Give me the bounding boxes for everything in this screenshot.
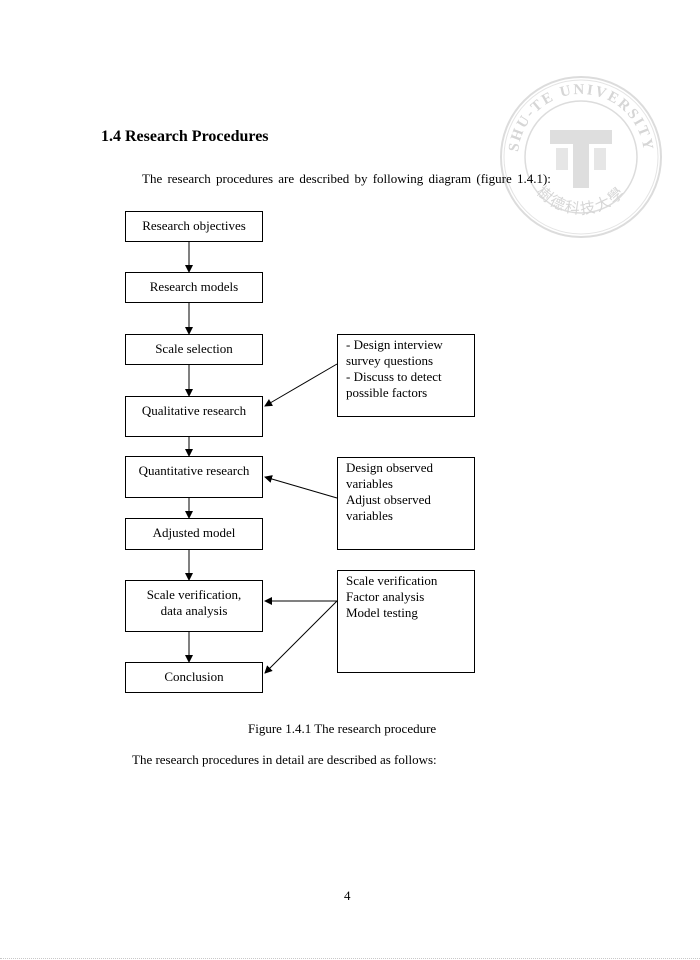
note-box-verification: Scale verification Factor analysis Model… [337, 570, 475, 673]
arrow-note1-to-qualitative [264, 363, 338, 407]
note-box-qualitative: - Design interview survey questions - Di… [337, 334, 475, 417]
section-heading: 1.4 Research Procedures [101, 128, 269, 145]
flow-box-scale-verification: Scale verification, data analysis [125, 580, 263, 632]
flow-box-scale-selection: Scale selection [125, 334, 263, 365]
detail-paragraph: The research procedures in detail are de… [132, 752, 437, 767]
flow-box-conclusion: Conclusion [125, 662, 263, 693]
note-box-quantitative: Design observed variables Adjust observe… [337, 457, 475, 550]
flow-box-research-objectives: Research objectives [125, 211, 263, 242]
flow-box-quantitative-research: Quantitative research [125, 456, 263, 498]
page-number: 4 [344, 888, 351, 903]
figure-caption: Figure 1.4.1 The research procedure [248, 721, 437, 736]
flow-box-qualitative-research: Qualitative research [125, 396, 263, 437]
intro-paragraph: The research procedures are described by… [142, 171, 551, 186]
page-bottom-rule [0, 958, 700, 959]
flow-box-research-models: Research models [125, 272, 263, 303]
flow-box-adjusted-model: Adjusted model [125, 518, 263, 550]
university-seal-watermark: SHU-TE UNIVERSITY 樹德科技大學 [500, 76, 662, 238]
arrow-note2-to-quantitative [264, 475, 338, 499]
arrow-note3-to-conclusion [264, 600, 338, 674]
